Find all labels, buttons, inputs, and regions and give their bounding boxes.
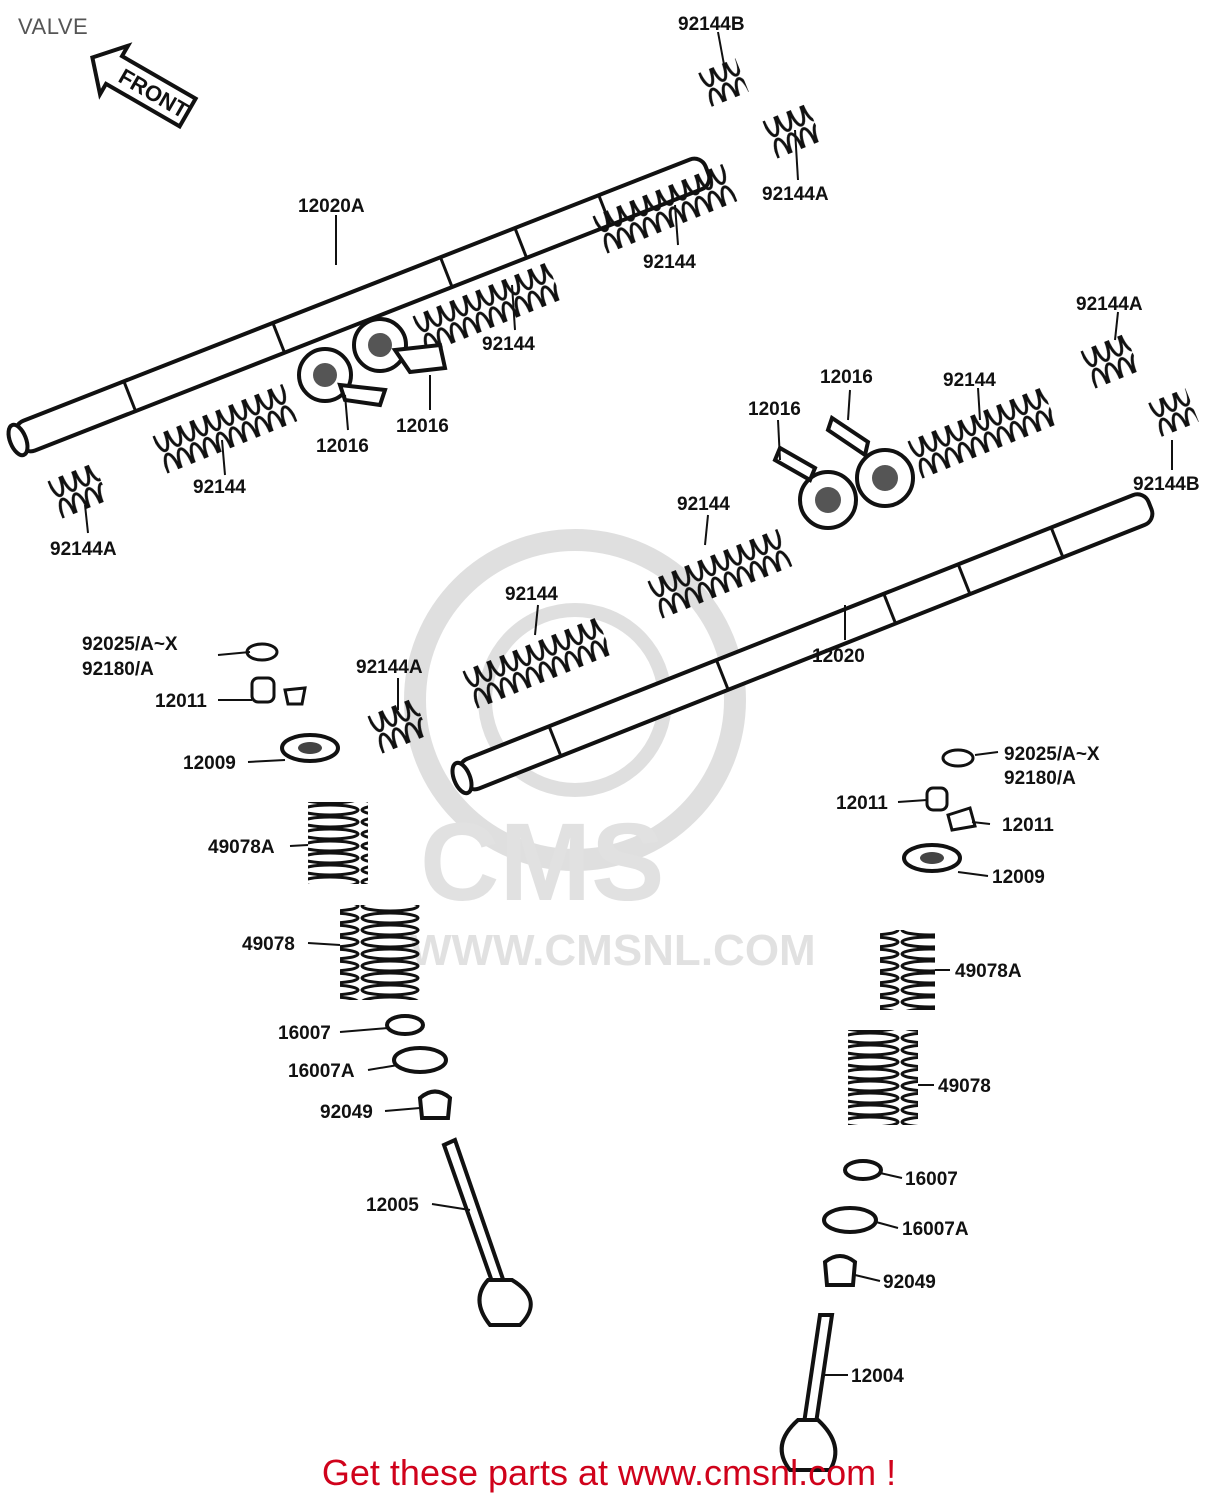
label-16007-left: 16007 xyxy=(278,1023,331,1044)
label-12011-right-b: 12011 xyxy=(1002,815,1054,836)
spring-92144A-top xyxy=(762,103,822,159)
label-92144-mid: 92144 xyxy=(482,334,535,355)
rocker-arm-12016-d xyxy=(825,414,915,508)
label-92144-lower: 92144 xyxy=(677,494,730,515)
label-92180-right: 92180/A xyxy=(1004,768,1076,789)
label-92144-right: 92144 xyxy=(943,370,996,391)
label-92144-lower2: 92144 xyxy=(505,584,558,605)
front-arrow-icon: FRONT xyxy=(90,42,199,130)
label-92144A-left: 92144A xyxy=(50,539,117,560)
label-92049-right: 92049 xyxy=(883,1272,936,1293)
label-49078A-right: 49078A xyxy=(955,961,1022,982)
watermark-url: WWW.CMSNL.COM xyxy=(410,926,816,975)
leader-lines xyxy=(84,31,1173,1376)
page-title: VALVE xyxy=(18,14,89,39)
watermark-helmet-icon xyxy=(404,529,746,871)
label-16007A-right: 16007A xyxy=(902,1219,969,1240)
label-92144-left: 92144 xyxy=(193,477,246,498)
spring-92144-a xyxy=(152,384,298,474)
spring-92144B-right xyxy=(1148,388,1199,437)
rocker-arm-12016-a xyxy=(297,347,388,408)
label-12020A: 12020A xyxy=(298,196,365,217)
spring-92144A-left xyxy=(47,462,109,519)
label-12016-d: 12016 xyxy=(748,399,801,420)
label-92144B-right: 92144B xyxy=(1133,474,1200,495)
label-49078-right: 49078 xyxy=(938,1076,991,1097)
spring-92144-c xyxy=(592,164,738,254)
valve-assembly-left xyxy=(245,642,533,1327)
label-49078A-left: 49078A xyxy=(208,837,275,858)
rocker-arm-12016-b xyxy=(352,317,448,375)
label-16007A-left: 16007A xyxy=(288,1061,355,1082)
label-92144-top-right: 92144 xyxy=(643,252,696,273)
label-92025-right: 92025/A~X xyxy=(1004,744,1100,765)
spring-92144-b xyxy=(412,262,562,354)
label-12011-left: 12011 xyxy=(155,691,207,712)
label-12005: 12005 xyxy=(366,1195,419,1216)
label-12004: 12004 xyxy=(851,1366,904,1387)
spring-92144-e xyxy=(647,529,793,619)
label-12016-c: 12016 xyxy=(820,367,873,388)
label-92144A-right: 92144A xyxy=(1076,294,1143,315)
label-12020: 12020 xyxy=(812,646,865,667)
label-92025-left: 92025/A~X xyxy=(82,634,178,655)
label-92180-left: 92180/A xyxy=(82,659,154,680)
promo-link[interactable]: Get these parts at www.cmsnl.com ! xyxy=(321,1452,897,1493)
spring-92144B-top xyxy=(698,58,749,107)
label-12009-right: 12009 xyxy=(992,867,1045,888)
spring-92144A-mid xyxy=(367,697,429,754)
valve-assembly-right xyxy=(779,748,977,1472)
label-16007-right: 16007 xyxy=(905,1169,958,1190)
label-92144A-top: 92144A xyxy=(762,184,829,205)
label-92144B-top: 92144B xyxy=(678,14,745,35)
rocker-arm-12016-c xyxy=(772,445,858,530)
label-12016-b: 12016 xyxy=(396,416,449,437)
label-92049-left: 92049 xyxy=(320,1102,373,1123)
spring-92144A-right xyxy=(1080,333,1140,389)
rocker-shaft-12020 xyxy=(450,492,1155,796)
label-49078-left: 49078 xyxy=(242,934,295,955)
label-12009-left: 12009 xyxy=(183,753,236,774)
spring-92144-d xyxy=(907,387,1057,479)
label-12016-a: 12016 xyxy=(316,436,369,457)
spring-92144-f xyxy=(462,617,612,709)
label-12011-right-a: 12011 xyxy=(836,793,888,814)
watermark-brand: CMS xyxy=(420,801,664,924)
label-92144A-mid: 92144A xyxy=(356,657,423,678)
